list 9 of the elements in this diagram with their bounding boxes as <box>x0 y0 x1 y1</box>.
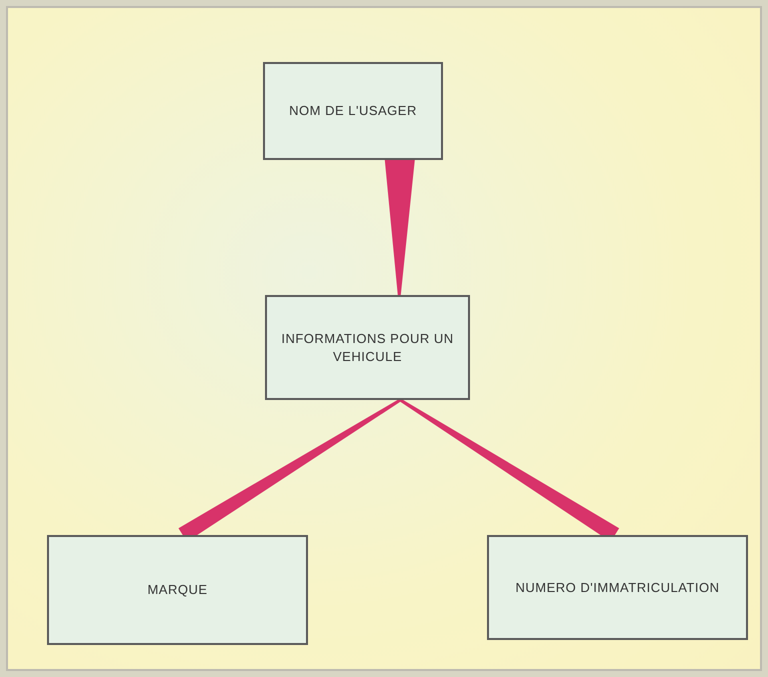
box-label: MARQUE <box>146 581 209 599</box>
box-label: NOM DE L'USAGER <box>288 102 418 120</box>
connector <box>384 160 415 295</box>
process-box <box>47 535 308 645</box>
process-box <box>263 62 443 160</box>
process-box <box>487 535 748 640</box>
process-box <box>265 295 470 400</box>
box-label: INFORMATIONS POUR UN VEHICULE <box>280 330 455 366</box>
box-label: NUMERO D'IMMATRICULATION <box>514 578 720 596</box>
